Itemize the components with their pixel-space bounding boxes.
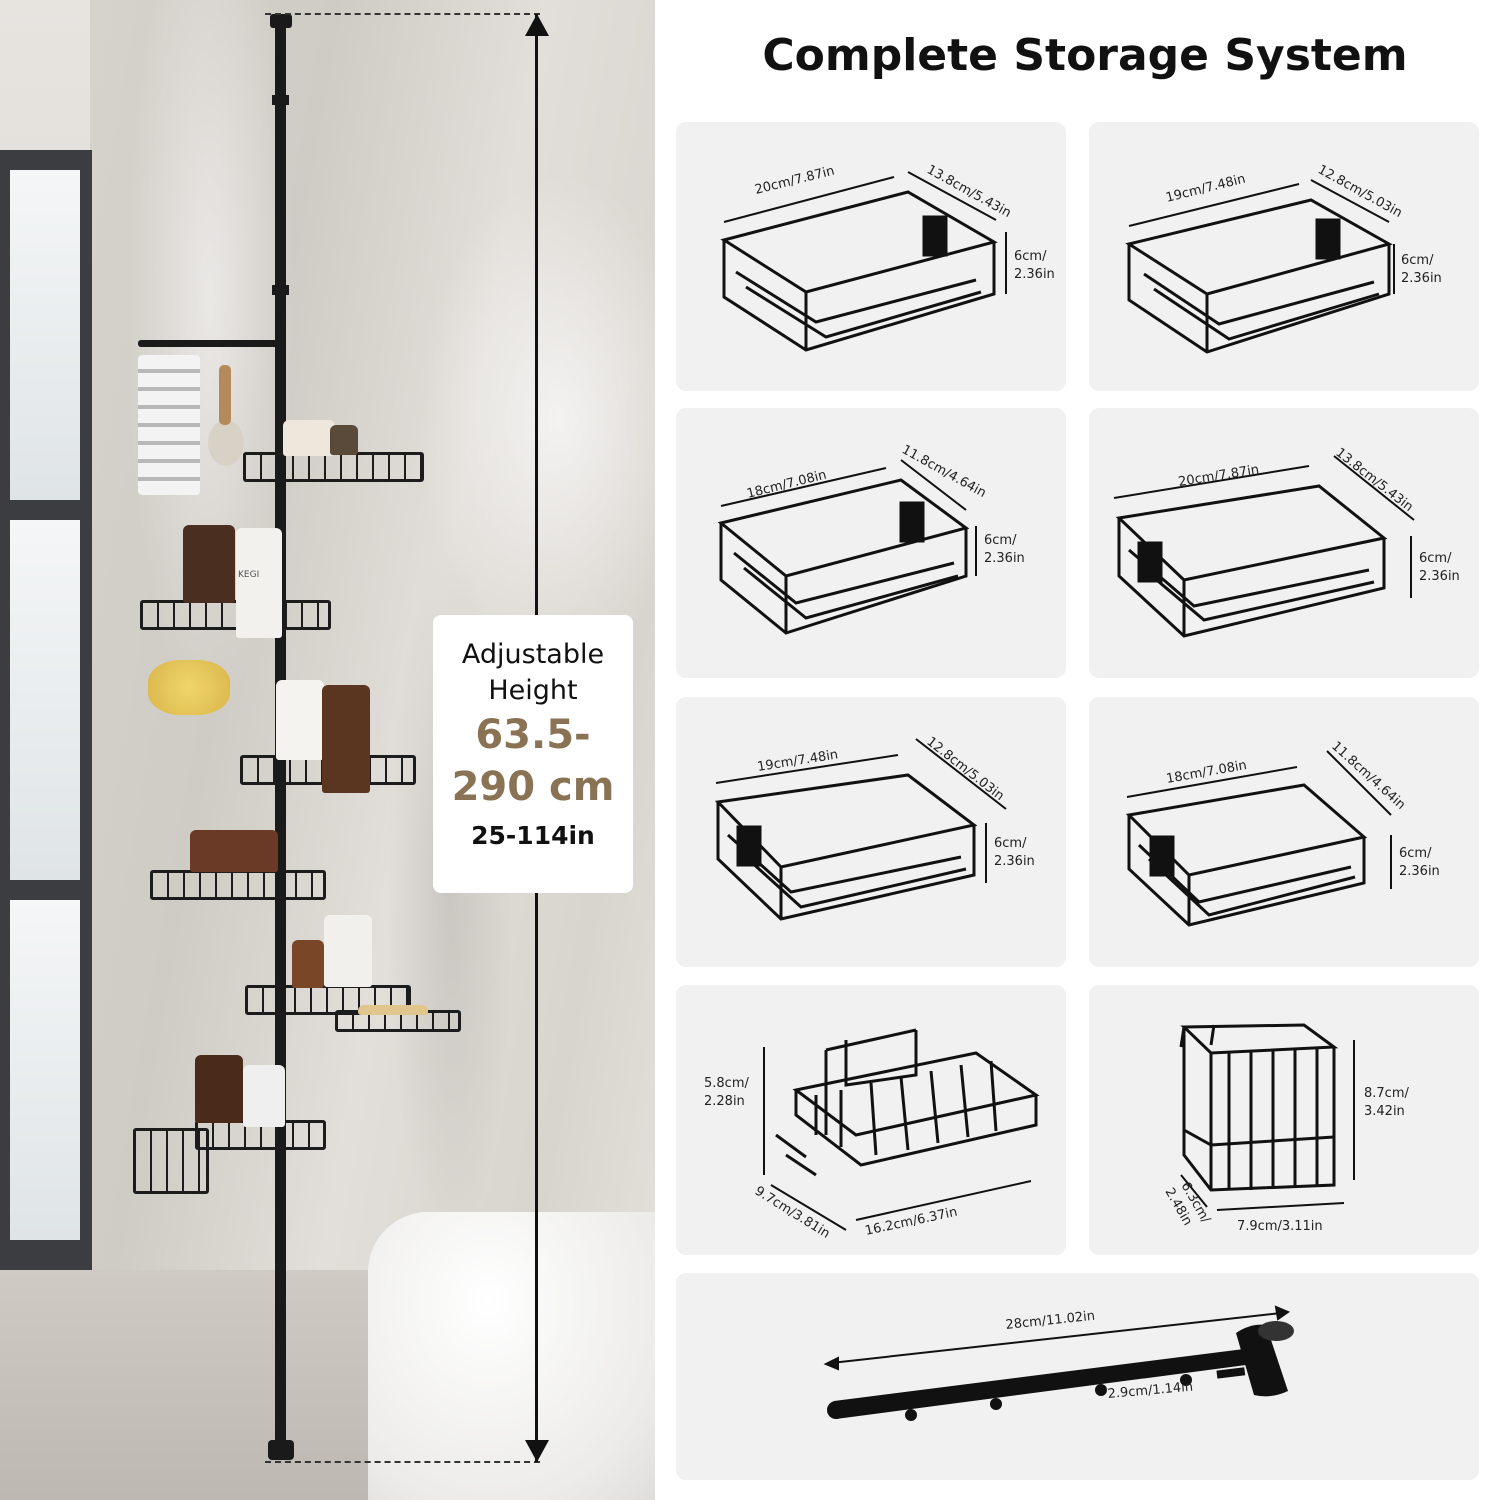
basket-height-label: 6cm/ <box>994 836 1027 851</box>
adjustable-height-card: Adjustable Height 63.5- 290 cm 25-114in <box>433 615 633 893</box>
soap-dish-height-label: 2.28in <box>704 1094 745 1109</box>
basket-drawing: 20cm/7.87in 13.8cm/5.43in 6cm/ 2.36in <box>720 162 1055 352</box>
height-label-line1: Adjustable <box>461 639 605 670</box>
basket-card-4: 20cm/7.87in 13.8cm/5.43in 6cm/ 2.36in <box>1089 408 1479 678</box>
pole-joint <box>272 95 289 105</box>
basket-drawing: 18cm/7.08in 11.8cm/4.64in 6cm/ 2.36in <box>717 442 1025 635</box>
basket-height-label: 2.36in <box>1419 569 1460 584</box>
basket-card-3: 18cm/7.08in 11.8cm/4.64in 6cm/ 2.36in <box>676 408 1066 678</box>
arrow-down-icon <box>525 1440 549 1462</box>
bath-brush-handle <box>219 365 231 425</box>
basket-height-label: 2.36in <box>1014 267 1055 282</box>
basket-height-label: 6cm/ <box>984 533 1017 548</box>
diffuser-bottle <box>330 425 358 455</box>
basket-drawing: 20cm/7.87in 13.8cm/5.43in 6cm/ 2.36in <box>1113 445 1460 638</box>
basket-width-label: 20cm/7.87in <box>753 164 836 198</box>
storage-system-panel: Complete Storage System 20cm/7.87in 13.8… <box>655 0 1500 1500</box>
bath-brush <box>208 420 244 466</box>
height-range-cm-line1: 63.5- <box>475 712 591 758</box>
basket-depth-label: 13.8cm/5.43in <box>1333 445 1416 515</box>
towel-bar-card: 28cm/11.02in 2.9cm/1.14in <box>676 1273 1479 1480</box>
white-bottle <box>276 680 324 760</box>
basket-card-2: 19cm/7.48in 12.8cm/5.03in 6cm/ 2.36in <box>1089 122 1479 391</box>
amber-bottle <box>322 685 370 793</box>
bath-sponge <box>148 660 230 715</box>
shelf-basket <box>140 600 331 630</box>
towel-bar-hook-spacing-label: 2.9cm/1.14in <box>1107 1380 1194 1402</box>
basket-card-1: 20cm/7.87in 13.8cm/5.43in 6cm/ 2.36in <box>676 122 1066 391</box>
white-bottle <box>243 1065 285 1127</box>
white-bottle <box>324 915 372 987</box>
shelf-basket <box>150 870 326 900</box>
dimension-top-guide <box>265 13 540 15</box>
towel-bar-length-label: 28cm/11.02in <box>1005 1309 1096 1333</box>
basket-depth-label: 12.8cm/5.03in <box>924 734 1007 804</box>
bathtub <box>368 1212 655 1500</box>
soap-dish-drawing: 5.8cm/ 2.28in 9.7cm/3.81in 16.2cm/6.37in <box>704 1028 1040 1242</box>
window-pane <box>10 900 80 1240</box>
soap-dish-card: 5.8cm/ 2.28in 9.7cm/3.81in 16.2cm/6.37in <box>676 985 1066 1255</box>
basket-width-label: 18cm/7.08in <box>745 468 828 502</box>
toothbrush-basket-width-label: 7.9cm/3.11in <box>1237 1219 1323 1234</box>
dimension-bottom-guide <box>265 1461 540 1463</box>
window-frame <box>0 150 92 1270</box>
product-photo: KEGI Adjustable Height 63.5- 290 cm 25-1… <box>0 0 655 1500</box>
soap-dish-width-label: 16.2cm/6.37in <box>864 1205 959 1239</box>
toothbrush-basket <box>133 1128 209 1194</box>
basket-width-label: 20cm/7.87in <box>1177 462 1260 490</box>
basket-height-label: 6cm/ <box>1401 253 1434 268</box>
basket-depth-label: 12.8cm/5.03in <box>1315 162 1404 221</box>
basket-drawing: 19cm/7.48in 12.8cm/5.03in 6cm/ 2.36in <box>1125 162 1442 354</box>
arrow-up-icon <box>525 14 549 36</box>
basket-depth-label: 13.8cm/5.43in <box>924 162 1013 221</box>
height-range-cm-line2: 290 cm <box>451 764 615 810</box>
amber-bottle <box>195 1055 243 1123</box>
basket-height-label: 6cm/ <box>1419 551 1452 566</box>
shelf-basket <box>243 452 424 482</box>
window-pane <box>10 520 80 880</box>
jar <box>283 420 335 456</box>
toothbrush-basket-height-label: 8.7cm/ <box>1364 1086 1409 1101</box>
pole-bottom-cap <box>268 1440 294 1460</box>
basket-drawing: 18cm/7.08in 11.8cm/4.64in 6cm/ 2.36in <box>1125 739 1440 927</box>
bottle-brand-label: KEGI <box>238 570 260 580</box>
basket-drawing: 19cm/7.48in 12.8cm/5.03in 6cm/ 2.36in <box>714 734 1035 921</box>
pole-joint <box>272 285 289 295</box>
basket-height-label: 6cm/ <box>1014 249 1047 264</box>
window-pane <box>10 170 80 500</box>
amber-bottle <box>292 940 324 988</box>
height-range-in: 25-114in <box>471 821 595 850</box>
page-title: Complete Storage System <box>762 30 1408 81</box>
white-bottle <box>236 528 282 638</box>
amber-bottle <box>183 525 235 603</box>
soap-bar <box>358 1005 428 1015</box>
toothbrush-basket-height-label: 3.42in <box>1364 1104 1405 1119</box>
towel-bar-drawing: 28cm/11.02in 2.9cm/1.14in <box>823 1305 1294 1421</box>
basket-card-6: 18cm/7.08in 11.8cm/4.64in 6cm/ 2.36in <box>1089 697 1479 967</box>
basket-card-5: 19cm/7.48in 12.8cm/5.03in 6cm/ 2.36in <box>676 697 1066 967</box>
soap-dish-depth-label: 9.7cm/3.81in <box>752 1184 833 1242</box>
basket-height-label: 2.36in <box>984 551 1025 566</box>
basket-height-label: 2.36in <box>1401 271 1442 286</box>
small-bottles <box>190 830 278 872</box>
soap-dish-height-label: 5.8cm/ <box>704 1076 749 1091</box>
height-label-line2: Height <box>488 675 578 706</box>
basket-height-label: 2.36in <box>1399 864 1440 879</box>
towel-bar <box>138 340 283 347</box>
toothbrush-basket-drawing: 8.7cm/ 3.42in 6.3cm/ 2.48in 7.9cm/3.11in <box>1162 1023 1409 1234</box>
hanging-towel <box>138 355 200 495</box>
basket-height-label: 6cm/ <box>1399 846 1432 861</box>
basket-height-label: 2.36in <box>994 854 1035 869</box>
toothbrush-basket-card: 8.7cm/ 3.42in 6.3cm/ 2.48in 7.9cm/3.11in <box>1089 985 1479 1255</box>
basket-depth-label: 11.8cm/4.64in <box>1328 739 1408 813</box>
